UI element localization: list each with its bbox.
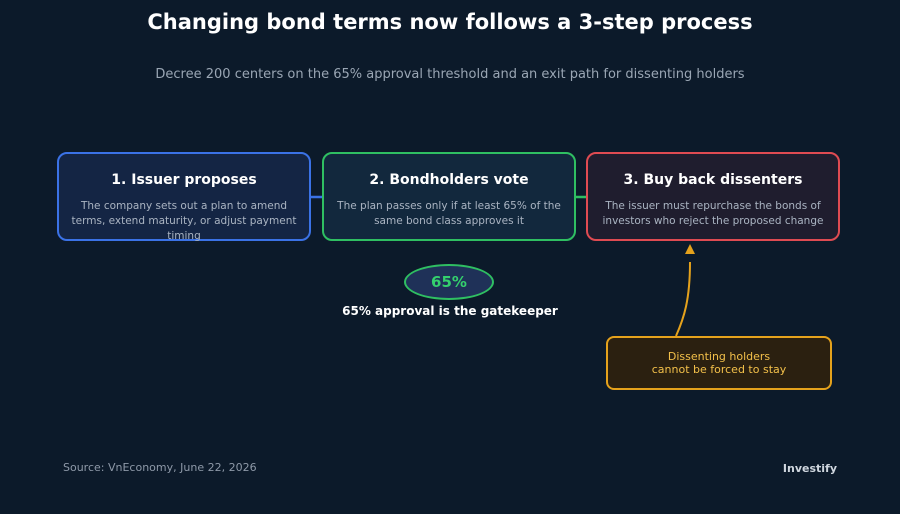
step-2-box: 2. Bondholders vote The plan passes only…	[322, 152, 576, 241]
step-1-text: The company sets out a plan to amend ter…	[71, 200, 297, 242]
callout-arrow	[675, 261, 691, 337]
threshold-caption: 65% approval is the gatekeeper	[342, 304, 558, 318]
page-title: Changing bond terms now follows a 3-step…	[147, 10, 753, 34]
step-2-text: The plan passes only if at least 65% of …	[337, 200, 561, 227]
step-2-title: 2. Bondholders vote	[369, 172, 529, 188]
callout-line-2: cannot be forced to stay	[651, 363, 787, 376]
step-3-text: The issuer must repurchase the bonds of …	[602, 200, 824, 227]
callout-line-1: Dissenting holders	[667, 350, 771, 363]
step-3-box: 3. Buy back dissenters The issuer must r…	[586, 152, 840, 241]
callout-arrow-head	[685, 244, 695, 254]
page-subtitle: Decree 200 centers on the 65% approval t…	[155, 67, 745, 82]
dissenter-callout: Dissenting holders cannot be forced to s…	[606, 336, 832, 390]
threshold-badge: 65%	[404, 264, 494, 300]
step-3-title: 3. Buy back dissenters	[623, 172, 803, 188]
source-note: Source: VnEconomy, June 22, 2026	[63, 461, 257, 474]
brand-logo-text: Investify	[782, 462, 837, 475]
step-1-box: 1. Issuer proposes The company sets out …	[57, 152, 311, 242]
step-1-title: 1. Issuer proposes	[111, 172, 257, 188]
